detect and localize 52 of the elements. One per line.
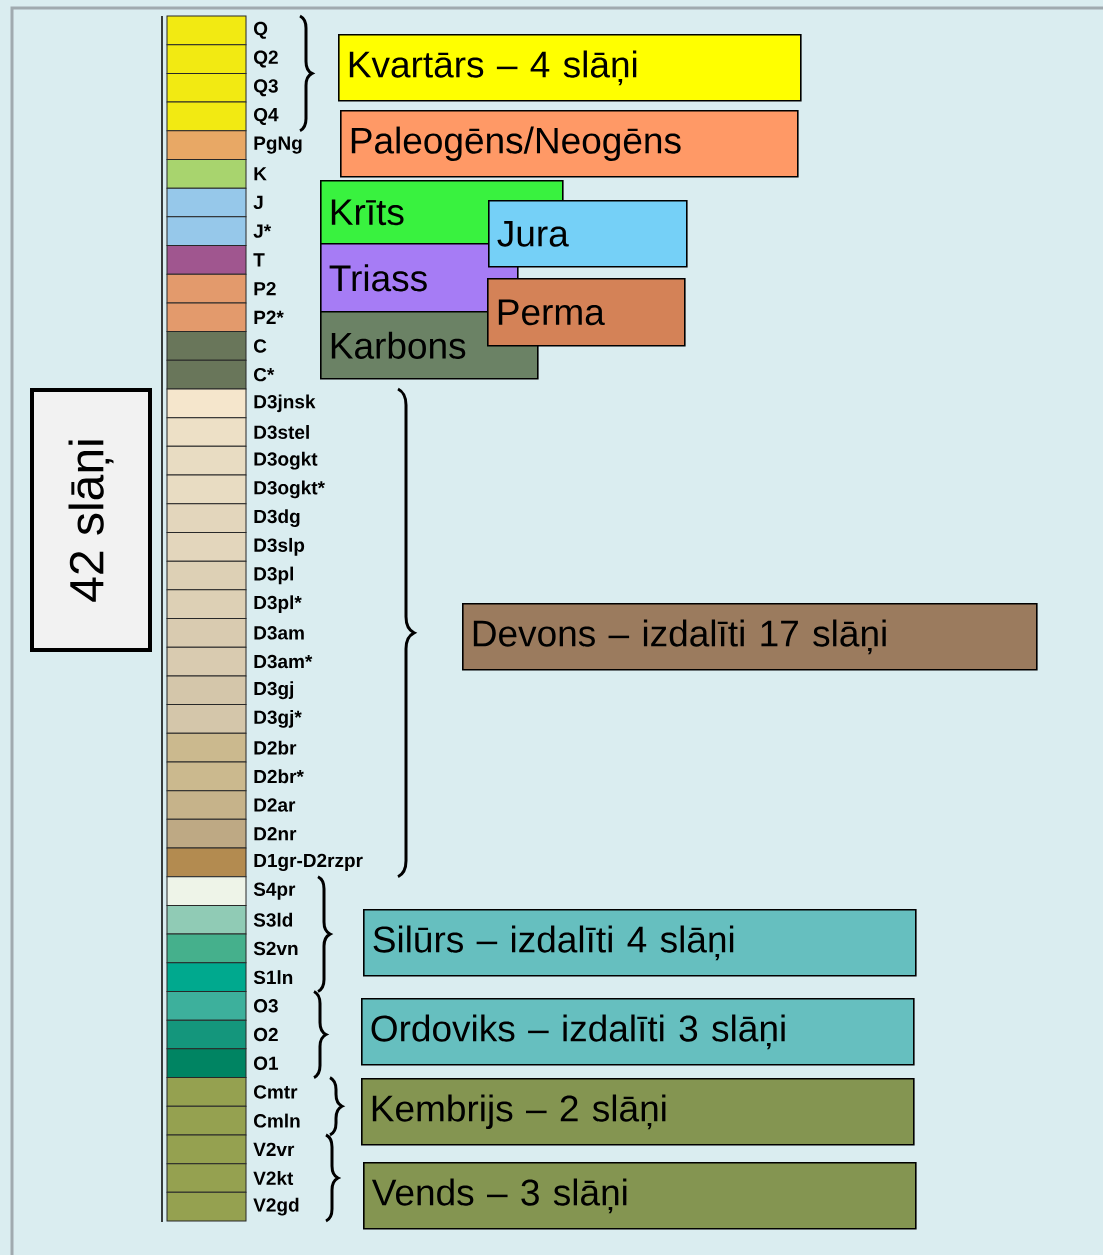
stratum-code: S3ld bbox=[253, 912, 293, 927]
stratum-code: Q3 bbox=[254, 79, 278, 97]
stratum-code: D3ogkt* bbox=[254, 480, 325, 499]
count-box: 42 slāņi bbox=[30, 388, 152, 652]
stratum-code: Cmtr bbox=[254, 1085, 298, 1099]
stratum-code: T bbox=[253, 253, 265, 267]
stratum-code: D3dg bbox=[254, 509, 300, 527]
period-box: Kvartārs – 4 slāņi bbox=[338, 34, 802, 102]
stratum-code: D3ogkt bbox=[254, 451, 318, 470]
stratum-code: D3gj* bbox=[254, 710, 302, 728]
period-box: Ordoviks – izdalīti 3 slāņi bbox=[361, 998, 915, 1066]
stratum-code: D3jnsk bbox=[254, 394, 316, 413]
stratum-code: P2* bbox=[254, 310, 284, 324]
stratum-code: D3pl bbox=[254, 566, 294, 585]
stratum-code: D3pl* bbox=[254, 595, 302, 613]
stratum-code: D3am bbox=[254, 626, 304, 640]
period-box: Jura bbox=[488, 200, 688, 268]
stratum-code: S1ln bbox=[253, 970, 293, 985]
stratum-code: Q bbox=[254, 21, 268, 39]
stratum-code: D2br bbox=[254, 740, 297, 755]
stratum-code: D2br* bbox=[254, 769, 304, 784]
stratum-code: S4pr bbox=[253, 882, 296, 900]
stratum-code: K bbox=[254, 167, 267, 181]
stratum-code: Q4 bbox=[254, 107, 279, 125]
stratum-code: PgNg bbox=[254, 136, 302, 154]
period-box: Perma bbox=[487, 278, 686, 347]
stratum-code: D3stel bbox=[254, 425, 309, 439]
period-box: Silūrs – izdalīti 4 slāņi bbox=[363, 909, 917, 977]
stratum-code: O3 bbox=[254, 999, 278, 1013]
stratum-code: D2nr bbox=[254, 827, 297, 841]
period-box: Devons – izdalīti 17 slāņi bbox=[462, 603, 1038, 671]
stratum-code: V2vr bbox=[253, 1142, 295, 1156]
period-box: Paleogēns/Neogēns bbox=[340, 110, 799, 178]
period-box: Kembrijs – 2 slāņi bbox=[361, 1078, 915, 1146]
stratum-code: V2kt bbox=[253, 1171, 294, 1185]
stratum-code: Cmln bbox=[254, 1113, 300, 1128]
period-box: Vends – 3 slāņi bbox=[363, 1162, 917, 1230]
stratum-code: D3gj bbox=[254, 681, 294, 700]
stratum-code: D1gr-D2rzpr bbox=[254, 853, 363, 872]
stratum-code: O2 bbox=[254, 1027, 278, 1042]
stratum-code: S2vn bbox=[253, 941, 298, 956]
stratum-code: J bbox=[253, 195, 263, 210]
stratum-code: J* bbox=[253, 224, 272, 238]
stratum-code: D3am* bbox=[254, 654, 313, 669]
stratum-code: C* bbox=[254, 367, 275, 382]
stratum-code: P2 bbox=[254, 281, 276, 296]
stratum-code: Q2 bbox=[254, 50, 278, 68]
stratum-code: D3slp bbox=[254, 537, 305, 556]
stratum-code: O1 bbox=[254, 1056, 278, 1070]
stratum-code: C bbox=[254, 339, 267, 353]
stratum-code: D2ar bbox=[254, 798, 296, 812]
stratum-code: V2gd bbox=[253, 1197, 299, 1216]
